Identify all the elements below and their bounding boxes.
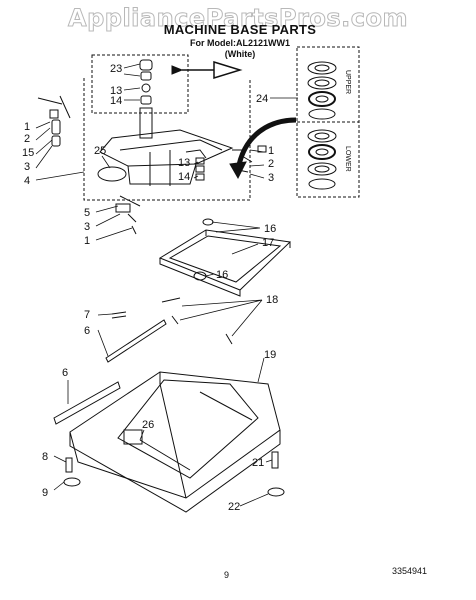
- callout-6-lower: 6: [62, 367, 68, 379]
- callout-5: 5: [84, 207, 90, 219]
- callout-25: 25: [94, 145, 106, 157]
- document-number: 3354941: [392, 566, 428, 576]
- callout-2-right: 2: [268, 158, 274, 170]
- lower-label: LOWER: [344, 146, 351, 172]
- callout-6-upper: 6: [84, 325, 90, 337]
- callout-26: 26: [142, 419, 154, 431]
- model-number: For Model:AL2121WW1: [189, 38, 290, 48]
- callout-16-upper: 16: [264, 223, 276, 235]
- callout-9: 9: [42, 487, 48, 499]
- leader-lines: [35, 63, 298, 507]
- leveling-feet: [63, 451, 285, 497]
- inset-pointer-arrow: [235, 117, 297, 171]
- callout-24: 24: [256, 93, 268, 105]
- callout-22: 22: [228, 501, 240, 513]
- callout-8: 8: [42, 451, 48, 463]
- callout-19: 19: [264, 349, 276, 361]
- callout-7: 7: [84, 309, 90, 321]
- upper-bearing-stack: [307, 61, 337, 120]
- callout-13-right: 13: [178, 157, 190, 169]
- rail-parts: [53, 297, 233, 425]
- callout-3-lower: 3: [84, 221, 90, 233]
- mechanism-group-box: [83, 78, 251, 201]
- model-color: (White): [224, 49, 256, 59]
- upper-label: UPPER: [344, 70, 351, 94]
- callout-2-left: 2: [24, 133, 30, 145]
- base-frame: [69, 371, 281, 513]
- callout-4: 4: [24, 175, 30, 187]
- callout-15: 15: [22, 147, 34, 159]
- callout-1-right: 1: [268, 145, 274, 157]
- callout-21: 21: [252, 457, 264, 469]
- top-parts-stack: [139, 59, 243, 105]
- diagram-title: MACHINE BASE PARTS: [163, 22, 317, 37]
- callout-16-lower: 16: [216, 269, 228, 281]
- callout-3-right: 3: [268, 172, 274, 184]
- callout-14-right: 14: [178, 171, 190, 183]
- watermark: AppliancePartsPros.com: [68, 4, 408, 33]
- callout-18: 18: [266, 294, 278, 306]
- page-number: 9: [224, 570, 230, 580]
- callout-1-left: 1: [24, 121, 30, 133]
- callout-17: 17: [262, 237, 274, 249]
- callout-23: 23: [110, 63, 122, 75]
- transmission-assembly: [97, 107, 234, 186]
- lower-bearing-stack: [307, 129, 337, 190]
- callout-14-top: 14: [110, 95, 122, 107]
- callout-1-lower: 1: [84, 235, 90, 247]
- callout-numbers: 23 13 14 24 1 2 15 3 4 25 13 14 1 2 3 5 …: [22, 63, 278, 513]
- left-hardware: [37, 95, 141, 235]
- callout-13-top: 13: [110, 85, 122, 97]
- callout-3-left: 3: [24, 161, 30, 173]
